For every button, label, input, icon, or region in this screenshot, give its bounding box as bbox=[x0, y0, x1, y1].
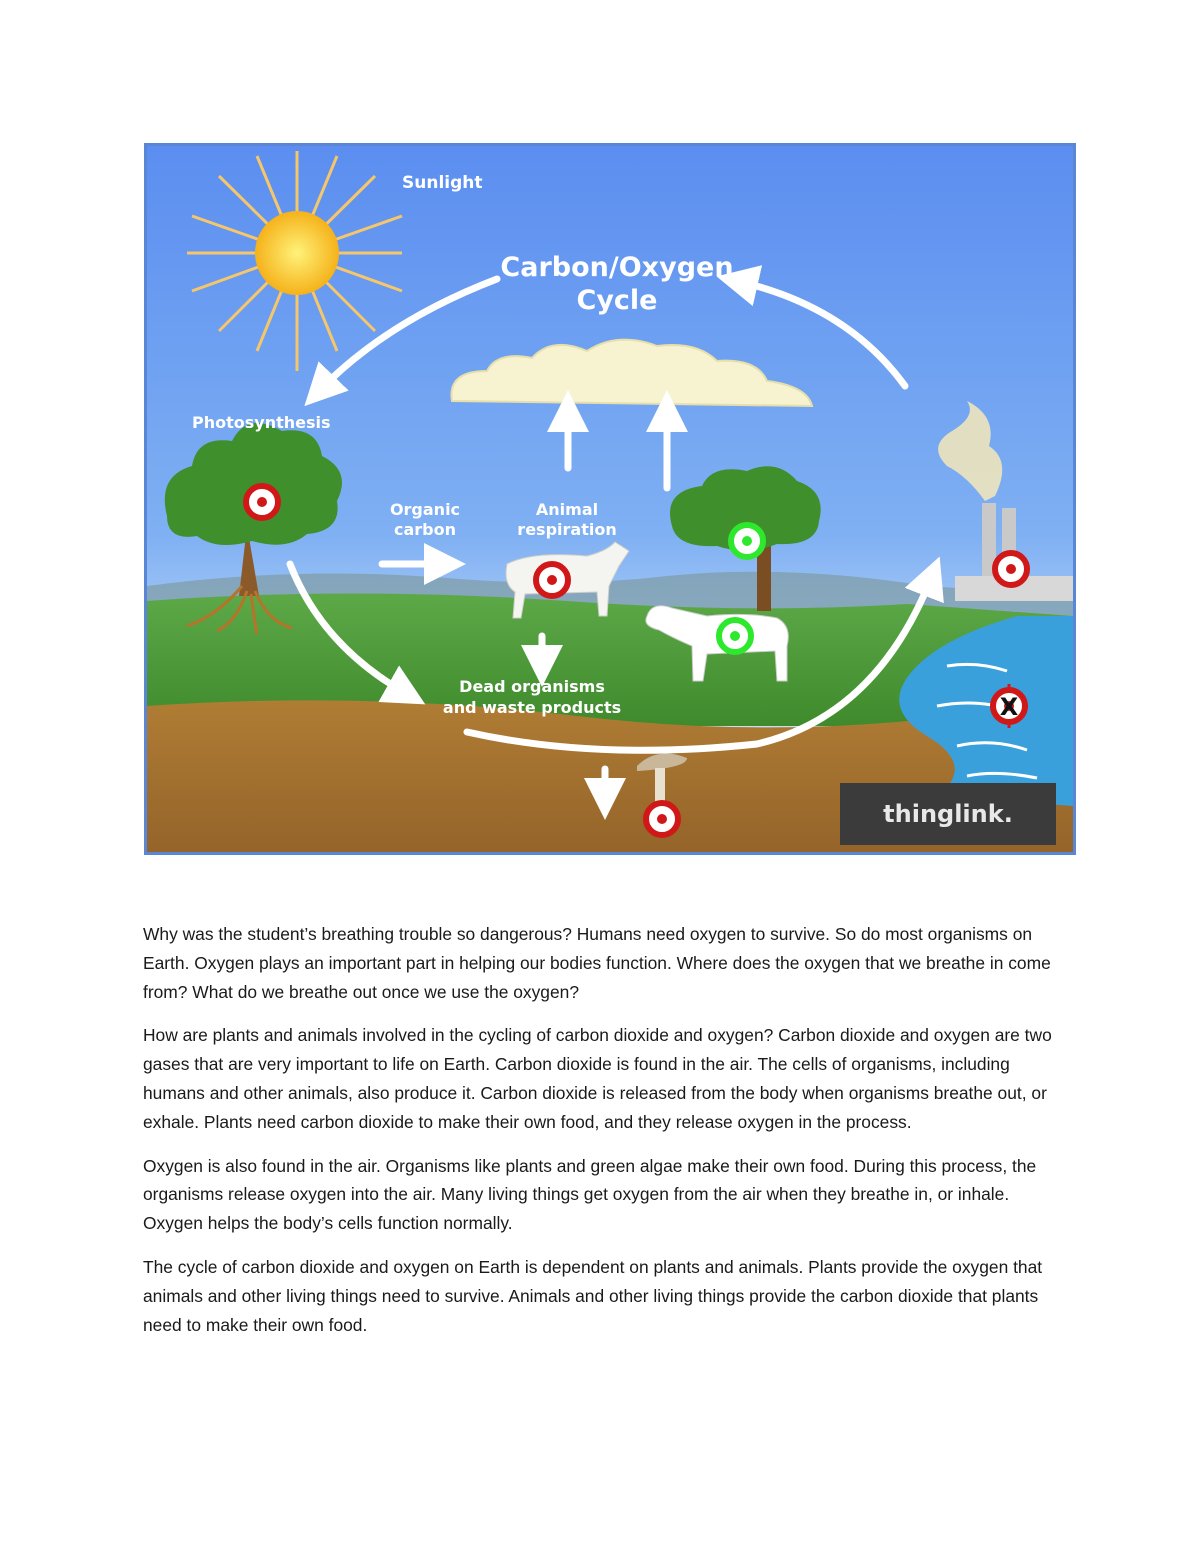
cloud-icon bbox=[450, 338, 814, 408]
hotspot-marker-water[interactable]: X bbox=[990, 684, 1028, 728]
diagram-canvas: Carbon/Oxygen Cycle Sunlight Photosynthe… bbox=[147, 146, 1073, 852]
tree-icon bbox=[164, 423, 342, 635]
label-respiration-line2: respiration bbox=[517, 520, 616, 539]
hotspot-marker-mushroom[interactable] bbox=[643, 800, 681, 838]
label-dead-line2: and waste products bbox=[443, 698, 621, 717]
paragraph-1: Why was the student’s breathing trouble … bbox=[143, 924, 1051, 1002]
mushroom-icon bbox=[637, 753, 687, 808]
water bbox=[899, 616, 1073, 806]
paragraph-2: How are plants and animals involved in t… bbox=[143, 1025, 1052, 1132]
marker-x-label: X bbox=[1000, 693, 1019, 721]
label-photosynthesis: Photosynthesis bbox=[192, 413, 331, 432]
label-respiration-line1: Animal bbox=[536, 500, 598, 519]
paragraph-3: Oxygen is also found in the air. Organis… bbox=[143, 1155, 1037, 1234]
small-tree-icon bbox=[670, 466, 821, 611]
hotspot-marker-goat[interactable] bbox=[533, 561, 571, 599]
diagram-title-line1: Carbon/Oxygen bbox=[500, 252, 733, 283]
paragraph-4: The cycle of carbon dioxide and oxygen o… bbox=[143, 1256, 1043, 1335]
label-organic-line1: Organic bbox=[390, 500, 460, 519]
hotspot-marker-factory[interactable] bbox=[992, 550, 1030, 588]
factory-icon bbox=[938, 401, 1073, 601]
cycle-arrows bbox=[286, 265, 944, 820]
svg-text:thinglink.: thinglink. bbox=[883, 800, 1013, 828]
hotspot-marker-cow[interactable] bbox=[716, 617, 754, 655]
diagram-title-line2: Cycle bbox=[577, 285, 658, 316]
hotspot-marker-tree[interactable] bbox=[243, 483, 281, 521]
water-ripple bbox=[936, 662, 1038, 780]
carbon-oxygen-cycle-diagram: Carbon/Oxygen Cycle Sunlight Photosynthe… bbox=[144, 143, 1076, 855]
cow-icon bbox=[645, 605, 789, 682]
body-text: Why was the student’s breathing trouble … bbox=[143, 920, 1058, 1354]
hotspot-marker-small-tree[interactable] bbox=[728, 522, 766, 560]
sun-icon bbox=[187, 151, 403, 371]
label-organic-line2: carbon bbox=[394, 520, 456, 539]
label-sunlight: Sunlight bbox=[402, 173, 483, 193]
thinglink-logo: thinglink. bbox=[840, 783, 1056, 845]
label-dead-line1: Dead organisms bbox=[459, 677, 605, 696]
